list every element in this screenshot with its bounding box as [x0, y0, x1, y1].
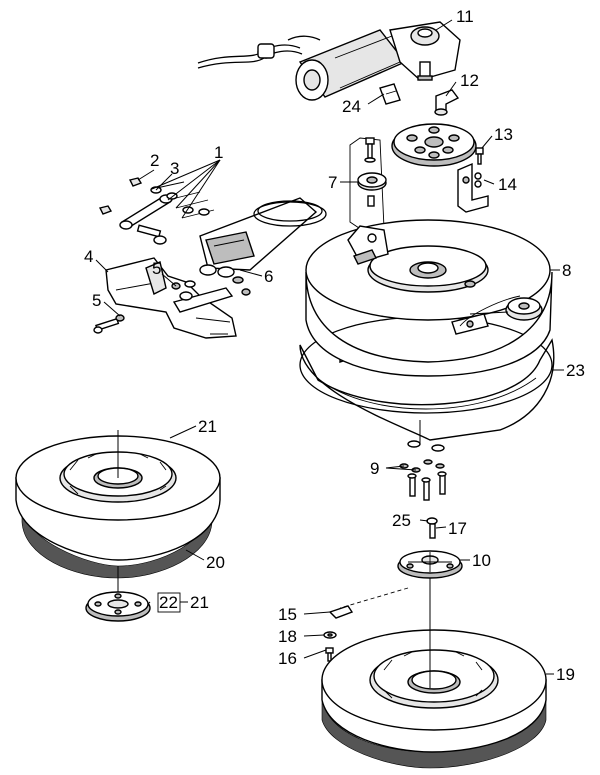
- callout-15: 15: [278, 605, 297, 624]
- drive-plate-part: [391, 123, 477, 167]
- linkage-assembly-part: [98, 177, 215, 245]
- bolt-part: [475, 147, 484, 165]
- elbow-fitting-part: [434, 89, 460, 116]
- callout-3: 3: [170, 159, 179, 178]
- washer-part: [323, 631, 337, 639]
- callout-4: 4: [84, 247, 93, 266]
- callout-7: 7: [328, 173, 337, 192]
- callout-10: 10: [472, 551, 491, 570]
- scrub-brush-part: [321, 629, 547, 769]
- brush-arm-part: [199, 197, 327, 296]
- callout-5-lower: 5: [92, 291, 101, 310]
- callout-8: 8: [562, 261, 571, 280]
- mounting-bracket-part: [457, 162, 489, 213]
- screw-part: [93, 280, 196, 334]
- pivot-fastener-group: [349, 137, 387, 231]
- drive-hub-part: [397, 550, 463, 579]
- callout-17: 17: [448, 519, 467, 538]
- callout-11: 11: [456, 7, 474, 26]
- callout-14: 14: [498, 175, 517, 194]
- lower-bracket-part: [105, 257, 237, 339]
- chassis-housing-part: [299, 219, 555, 441]
- callout-labels: 1 2 3 4 5 5 6 7 8 9 10 11 12 13 14 15 16…: [84, 7, 585, 684]
- callout-21-clutch: 21: [190, 593, 209, 612]
- callout-12: 12: [460, 71, 479, 90]
- callout-1: 1: [214, 143, 223, 162]
- callout-24: 24: [342, 97, 361, 116]
- o-ring-and-pin-part: [426, 517, 438, 539]
- callout-13: 13: [494, 125, 513, 144]
- callout-18: 18: [278, 627, 297, 646]
- callout-25: 25: [392, 511, 411, 530]
- gear-motor-part: [197, 21, 461, 101]
- callout-20: 20: [206, 553, 225, 572]
- retaining-clip-part: [328, 605, 354, 619]
- callout-9: 9: [370, 459, 379, 478]
- callout-2: 2: [150, 151, 159, 170]
- callout-5-upper: 5: [152, 259, 161, 278]
- callout-16: 16: [278, 649, 297, 668]
- callout-19: 19: [556, 665, 575, 684]
- leader-lines: [95, 19, 564, 675]
- callout-21-pad-driver: 21: [198, 417, 217, 436]
- clutch-plate-part: [85, 591, 151, 622]
- wire-clip-part: [379, 83, 401, 105]
- callout-23: 23: [566, 361, 585, 380]
- chassis-fastener-set: [399, 440, 447, 501]
- callout-22: 22: [159, 593, 178, 612]
- callout-6: 6: [264, 267, 273, 286]
